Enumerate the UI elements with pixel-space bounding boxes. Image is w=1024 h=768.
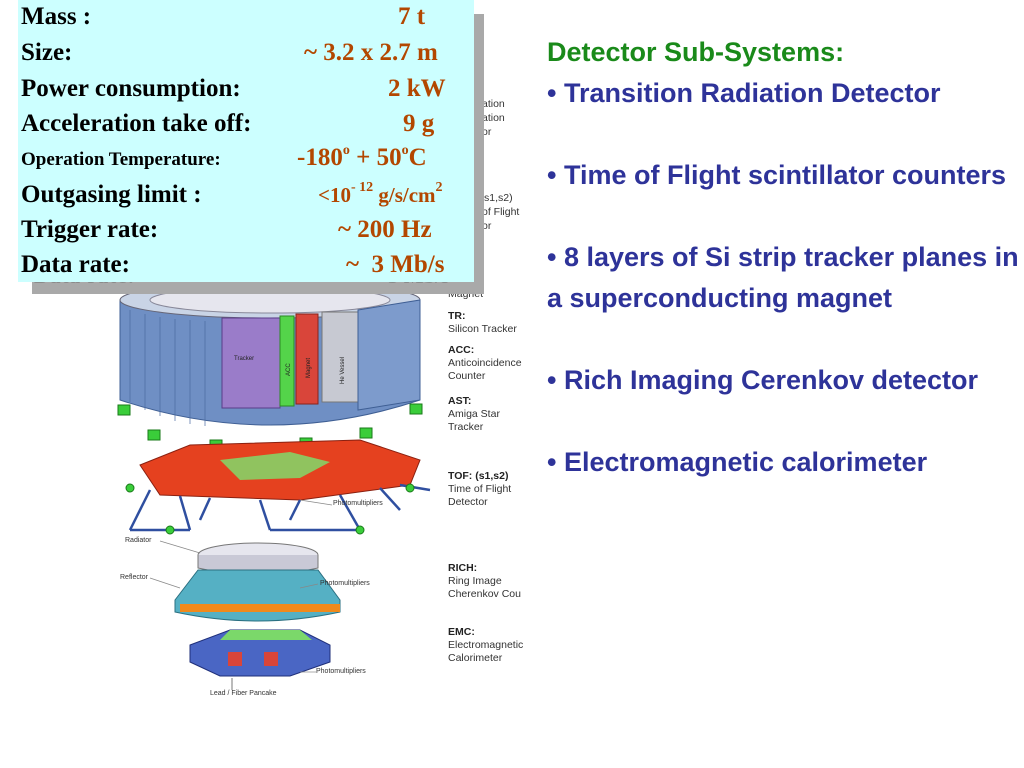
spec-outgasing-base: <10 (318, 183, 351, 207)
callout-photomultipliers-emc: Photomultipliers (316, 668, 366, 675)
spec-outgasing-unit-sup: 2 (435, 180, 443, 195)
callout-photomultipliers-rich: Photomultipliers (320, 580, 370, 587)
spec-power-value: 2 kW (388, 75, 446, 102)
side-label-tof-top-1: s1,s2) (484, 192, 513, 204)
side-label-trd-3: or (482, 126, 492, 138)
side-label-ast: AST: Amiga Star Tracker (448, 395, 518, 434)
spec-temperature-value: -180o + 50oC (297, 141, 427, 175)
spec-trigger-value: ~ 200 Hz (338, 216, 432, 243)
specs-box: Mass : 7 t Size: ~ 3.2 x 2.7 m Power con… (18, 0, 474, 282)
side-label-rich: RICH: Ring Image Cherenkov Cou (448, 562, 540, 601)
callout-lead-fiber: Lead / Fiber Pancake (210, 690, 277, 697)
spec-acceleration-value: 9 g (403, 110, 435, 137)
side-label-trd-2: ation (482, 112, 505, 124)
bullet-trd: • Transition Radiation Detector (547, 78, 941, 108)
spec-size-value: ~ 3.2 x 2.7 m (304, 39, 438, 66)
magnet-inner-label: Magnet (306, 358, 312, 378)
bullet-emc: • Electromagnetic calorimeter (547, 447, 928, 477)
callout-reflector: Reflector (120, 574, 149, 581)
side-label-emc-title: EMC: (448, 626, 475, 638)
spec-outgasing-unit: g/s/cm (373, 183, 436, 207)
subsystems-list: Detector Sub-Systems: • Transition Radia… (547, 32, 1022, 483)
bullet-tracker: • 8 layers of Si strip tracker planes in… (547, 242, 1019, 313)
side-label-acc-title: ACC: (448, 344, 475, 356)
detector-exploded-view: Tracker ACC Magnet He Vessel (117, 281, 431, 690)
vessel-inner-label: He Vessel (340, 357, 346, 384)
callout-radiator: Radiator (125, 537, 152, 544)
side-label-tof-text: Time of Flight Detector (448, 483, 512, 508)
tof-plate (125, 439, 431, 535)
callout-photomultipliers-tof: Photomultipliers (333, 500, 383, 507)
spec-temperature-low-sup: o (342, 143, 350, 158)
side-label-ast-title: AST: (448, 395, 472, 407)
emc-module (189, 629, 331, 690)
side-label-tof-title: TOF: (s1,s2) (448, 470, 509, 482)
detector-diagram: Tracker ACC Magnet He Vessel (0, 0, 540, 720)
spec-power-label: Power consumption: (21, 75, 241, 102)
acc-inner-label: ACC (286, 363, 292, 376)
side-label-tof: TOF: (s1,s2) Time of Flight Detector (448, 470, 530, 509)
spec-mass-label: Mass : (21, 3, 92, 30)
magnet-cylinder: Tracker ACC Magnet He Vessel (117, 281, 423, 451)
spec-temperature-unit: C (408, 144, 427, 171)
side-label-acc: ACC: Anticoincidence Counter (448, 344, 540, 383)
side-label-trd-1: ation (482, 98, 505, 110)
side-label-emc-text: Electromagnetic Calorimeter (448, 639, 524, 664)
subsystems-heading: Detector Sub-Systems: (547, 37, 845, 67)
tracker-inner-label: Tracker (234, 356, 254, 362)
spec-outgasing-exp: - 12 (350, 180, 374, 195)
spec-temperature-label: Operation Temperature: (21, 149, 221, 170)
spec-outgasing-value: <10- 12 g/s/cm2 (318, 178, 443, 212)
spec-temperature-high-sup: o (401, 143, 409, 158)
side-label-rich-text: Ring Image Cherenkov Cou (448, 575, 521, 600)
bullet-rich: • Rich Imaging Cerenkov detector (547, 365, 979, 395)
spec-temperature-low: -180 (297, 144, 343, 171)
spec-temperature-high: + 50 (356, 144, 402, 171)
rich-module (174, 542, 341, 622)
side-label-rich-title: RICH: (448, 562, 478, 574)
side-label-acc-text: Anticoincidence Counter (448, 357, 522, 382)
spec-outgasing-label: Outgasing limit : (21, 181, 202, 208)
side-label-tr: TR: Silicon Tracker (448, 310, 517, 336)
bullet-tof: • Time of Flight scintillator counters (547, 160, 1006, 190)
side-label-tr-text: Silicon Tracker (448, 323, 517, 335)
side-label-tof-top-2: of Flight (482, 206, 520, 218)
spec-acceleration-label: Acceleration take off: (21, 110, 252, 137)
spec-datarate-value: ~ 3 Mb/s (346, 251, 445, 278)
side-label-ast-text: Amiga Star Tracker (448, 408, 500, 433)
side-label-tof-top-3: or (482, 220, 492, 232)
spec-mass-value: 7 t (398, 3, 426, 30)
side-label-emc: EMC: Electromagnetic Calorimeter (448, 626, 540, 665)
spec-datarate-label: Data rate: (21, 251, 130, 278)
side-label-tr-title: TR: (448, 310, 466, 322)
spec-trigger-label: Trigger rate: (21, 216, 159, 243)
spec-size-label: Size: (21, 39, 73, 66)
